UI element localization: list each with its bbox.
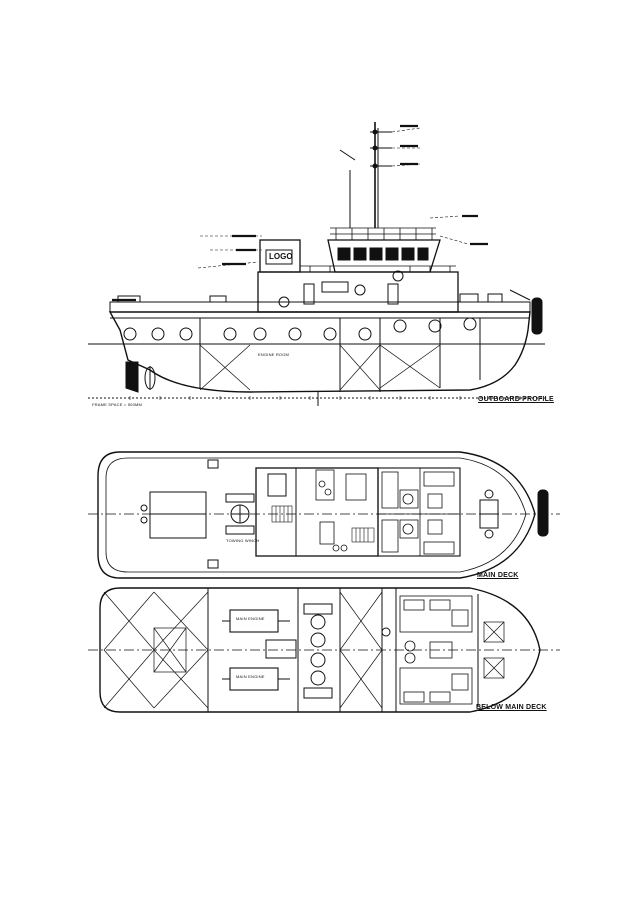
cabin-berths <box>381 471 455 555</box>
below-main-deck-plan-view <box>88 587 560 713</box>
wheelhouse-railing <box>330 227 436 240</box>
bulwark <box>109 301 531 313</box>
frame-space-label: FRAME SPACE = 500MM <box>92 402 143 407</box>
main-deckhouse <box>257 271 459 313</box>
hatch-marker <box>381 627 391 637</box>
callout-leaders <box>197 127 469 269</box>
below-main-deck-title: BELOW MAIN DECK <box>476 704 547 711</box>
funnel-plan <box>267 473 287 497</box>
funnel-logo-label: LOGO <box>269 252 293 261</box>
stairs <box>271 505 375 543</box>
aft-deck-hatch <box>149 491 207 539</box>
main-deck-bulwark-inner <box>105 457 527 573</box>
anchor-windlass <box>479 489 499 539</box>
main-engine-stbd-label: MAIN ENGINE <box>236 674 265 679</box>
bow-fender <box>531 297 543 335</box>
side-fenders <box>123 317 477 341</box>
aft-tank-crosses <box>103 591 209 709</box>
chain-locker <box>483 621 505 679</box>
bollards <box>140 459 219 569</box>
profile-bulkheads <box>199 318 481 392</box>
main-engine-port-label: MAIN ENGINE <box>236 616 265 621</box>
mess-galley-fittings <box>315 469 367 552</box>
foredeck-equipment <box>459 289 531 303</box>
towing-winch-label: TOWING WINCH <box>226 538 260 543</box>
below-deck-hull-outline <box>99 587 541 713</box>
generator-sets <box>303 603 333 699</box>
propeller-rudder <box>125 361 156 393</box>
frame-ticks <box>129 392 521 406</box>
funnel <box>259 239 301 273</box>
engine-room <box>222 609 297 691</box>
main-deck-plan-view <box>88 451 560 579</box>
main-deck-title: MAIN DECK <box>477 572 519 579</box>
engine-casing <box>255 467 297 557</box>
towing-winch <box>225 493 255 535</box>
hull-outline <box>108 311 531 393</box>
upper-deck-rail <box>300 265 456 273</box>
wheelhouse-windows <box>337 247 429 261</box>
crew-cabins-block <box>377 467 461 557</box>
engine-room-label: ENGINE ROOM <box>258 352 290 357</box>
mid-tank-crosses <box>339 591 383 709</box>
mast <box>339 122 392 228</box>
main-deckhouse-footprint <box>255 467 379 557</box>
outboard-profile-view <box>88 122 545 406</box>
profile-tank-crosses <box>199 344 441 391</box>
outboard-profile-title: OUTBOARD PROFILE <box>478 396 554 403</box>
logo-box <box>265 249 293 265</box>
main-deck-hull-outline <box>97 451 536 579</box>
callout-text-stubs <box>112 124 488 302</box>
deckhouse-openings <box>278 270 404 308</box>
fwd-crew-accommodation <box>399 595 473 705</box>
main-deck-bow-fender <box>537 489 549 537</box>
